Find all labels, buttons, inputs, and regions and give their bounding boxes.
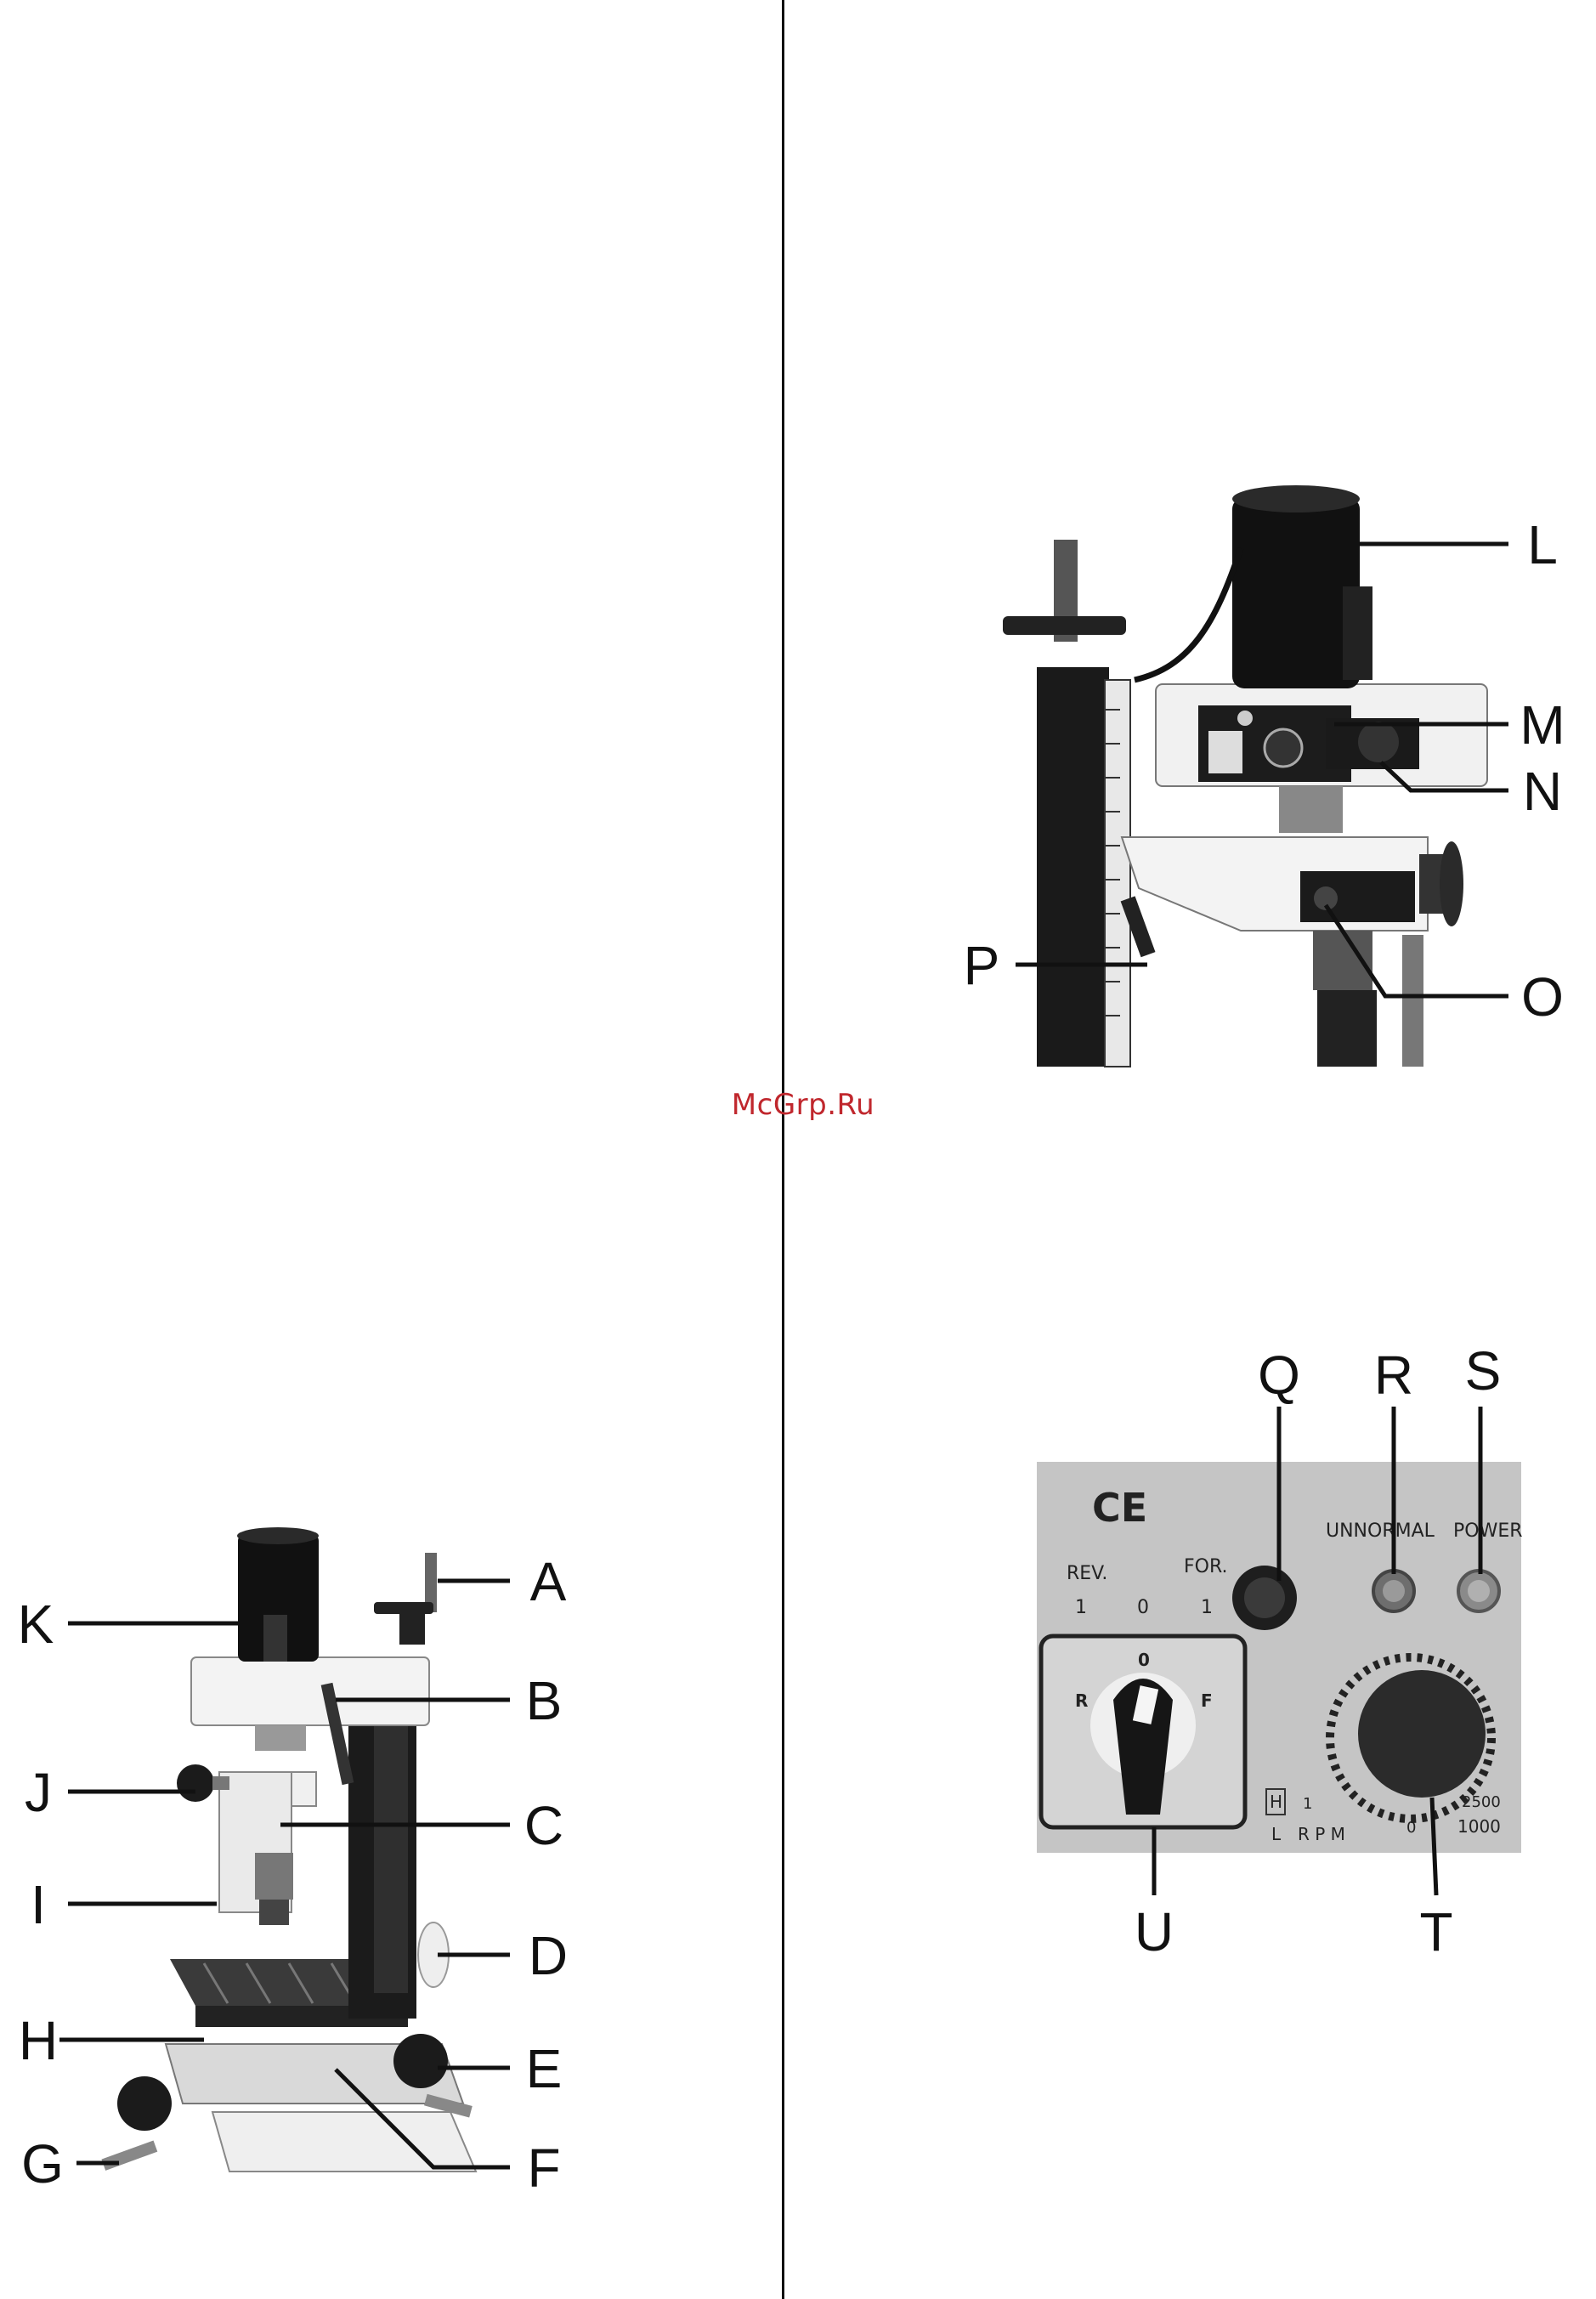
switch-pos-0: 0 xyxy=(1138,1650,1150,1670)
figure-mill-head: L M N O P xyxy=(986,489,1581,1084)
speed-val-1000: 1000 xyxy=(1457,1816,1501,1837)
scale-for-1: 1 xyxy=(1201,1597,1213,1618)
callout-H: H xyxy=(19,2010,58,2071)
column-divider xyxy=(782,0,784,2299)
switch-pos-r: R xyxy=(1075,1690,1088,1711)
speed-val-1: 1 xyxy=(1303,1795,1312,1813)
callout-C: C xyxy=(524,1795,563,1856)
callout-M: M xyxy=(1520,694,1565,756)
callout-P: P xyxy=(964,935,1000,996)
callout-A: A xyxy=(530,1551,567,1612)
speed-val-0: 0 xyxy=(1406,1819,1416,1837)
scale-0: 0 xyxy=(1137,1597,1149,1618)
rpm-label: R P M xyxy=(1298,1824,1345,1844)
figure-mini-mill: A B C D E F G H I J K xyxy=(0,1517,612,2223)
callout-B: B xyxy=(526,1670,563,1731)
callout-G: G xyxy=(21,2133,64,2194)
callout-N: N xyxy=(1523,761,1562,822)
speed-val-2500: 2500 xyxy=(1462,1793,1501,1811)
speed-l-label: L xyxy=(1271,1824,1282,1844)
callout-Q: Q xyxy=(1258,1345,1300,1406)
callout-T: T xyxy=(1419,1901,1452,1962)
ce-mark: CE xyxy=(1092,1485,1147,1531)
callout-E: E xyxy=(526,2038,563,2099)
callout-O: O xyxy=(1521,966,1564,1028)
switch-pos-f: F xyxy=(1201,1690,1213,1711)
watermark: McGrp.Ru xyxy=(718,1088,888,1122)
speed-h-label: H xyxy=(1270,1792,1282,1812)
power-label: POWER xyxy=(1453,1520,1523,1542)
callout-L: L xyxy=(1527,514,1558,575)
figure-control-panel: CE UNNORMAL POWER REV. FOR. 1 0 1 0 R F … xyxy=(1033,1351,1542,1997)
callout-K: K xyxy=(18,1594,54,1655)
callout-I: I xyxy=(31,1874,46,1935)
callout-F: F xyxy=(527,2138,560,2199)
callout-D: D xyxy=(529,1925,568,1986)
rev-label: REV. xyxy=(1067,1563,1107,1584)
unnormal-label: UNNORMAL xyxy=(1326,1520,1435,1542)
callout-U: U xyxy=(1135,1901,1174,1962)
callout-J: J xyxy=(25,1762,52,1823)
scale-rev-1: 1 xyxy=(1075,1597,1087,1618)
callout-R: R xyxy=(1374,1345,1413,1406)
callout-S: S xyxy=(1465,1340,1502,1401)
for-label: FOR. xyxy=(1184,1556,1227,1577)
